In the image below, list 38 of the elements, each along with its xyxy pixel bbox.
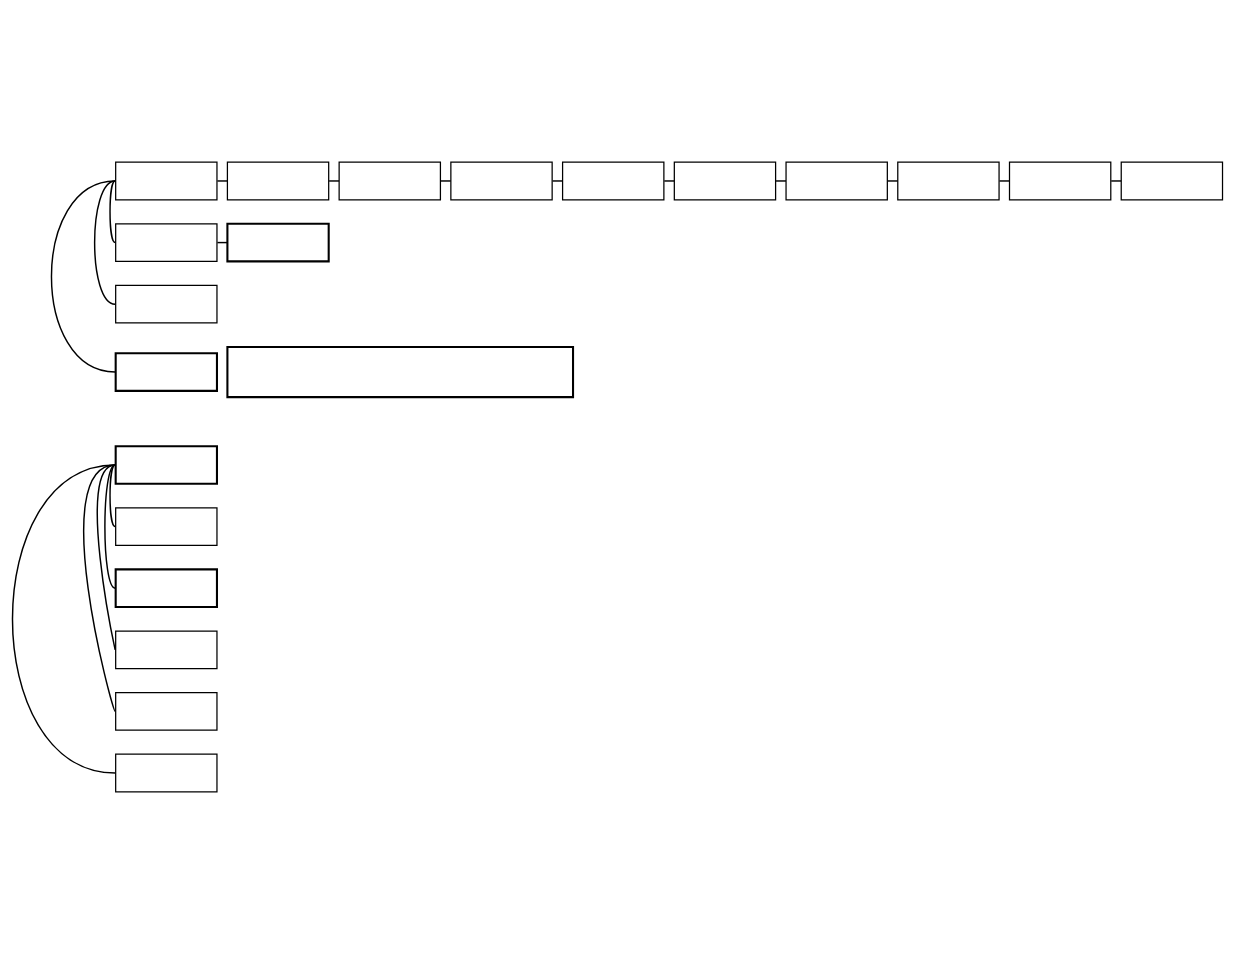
node-box xyxy=(561,161,665,201)
node-box xyxy=(114,445,218,485)
node-box xyxy=(897,161,1000,201)
node-box xyxy=(115,223,218,262)
node-box xyxy=(115,753,218,793)
node-box xyxy=(1008,161,1112,201)
connector xyxy=(96,464,116,651)
connector xyxy=(551,180,564,182)
node-box xyxy=(115,692,218,731)
node-box xyxy=(115,284,218,324)
node-box xyxy=(450,161,553,201)
connector xyxy=(998,180,1011,182)
connector xyxy=(11,464,116,774)
node-box xyxy=(226,161,330,201)
node-box xyxy=(338,161,442,201)
node-box xyxy=(114,568,218,609)
connector xyxy=(775,180,787,182)
node-box xyxy=(226,345,575,399)
connector xyxy=(328,180,340,182)
connector xyxy=(440,180,452,182)
connector xyxy=(93,180,116,305)
node-box xyxy=(115,507,218,546)
connector xyxy=(109,180,116,244)
node-box xyxy=(115,630,218,670)
connector xyxy=(50,180,116,373)
connector xyxy=(109,464,116,528)
connector xyxy=(82,464,116,713)
connector xyxy=(104,464,116,589)
node-box xyxy=(1120,161,1224,201)
connector xyxy=(216,180,229,182)
node-box xyxy=(115,161,218,201)
connector xyxy=(1110,180,1122,182)
node-box xyxy=(785,161,888,201)
node-box xyxy=(226,222,330,263)
connector xyxy=(663,180,675,182)
node-box xyxy=(114,352,218,392)
node-box xyxy=(673,161,777,201)
connector xyxy=(887,180,899,182)
